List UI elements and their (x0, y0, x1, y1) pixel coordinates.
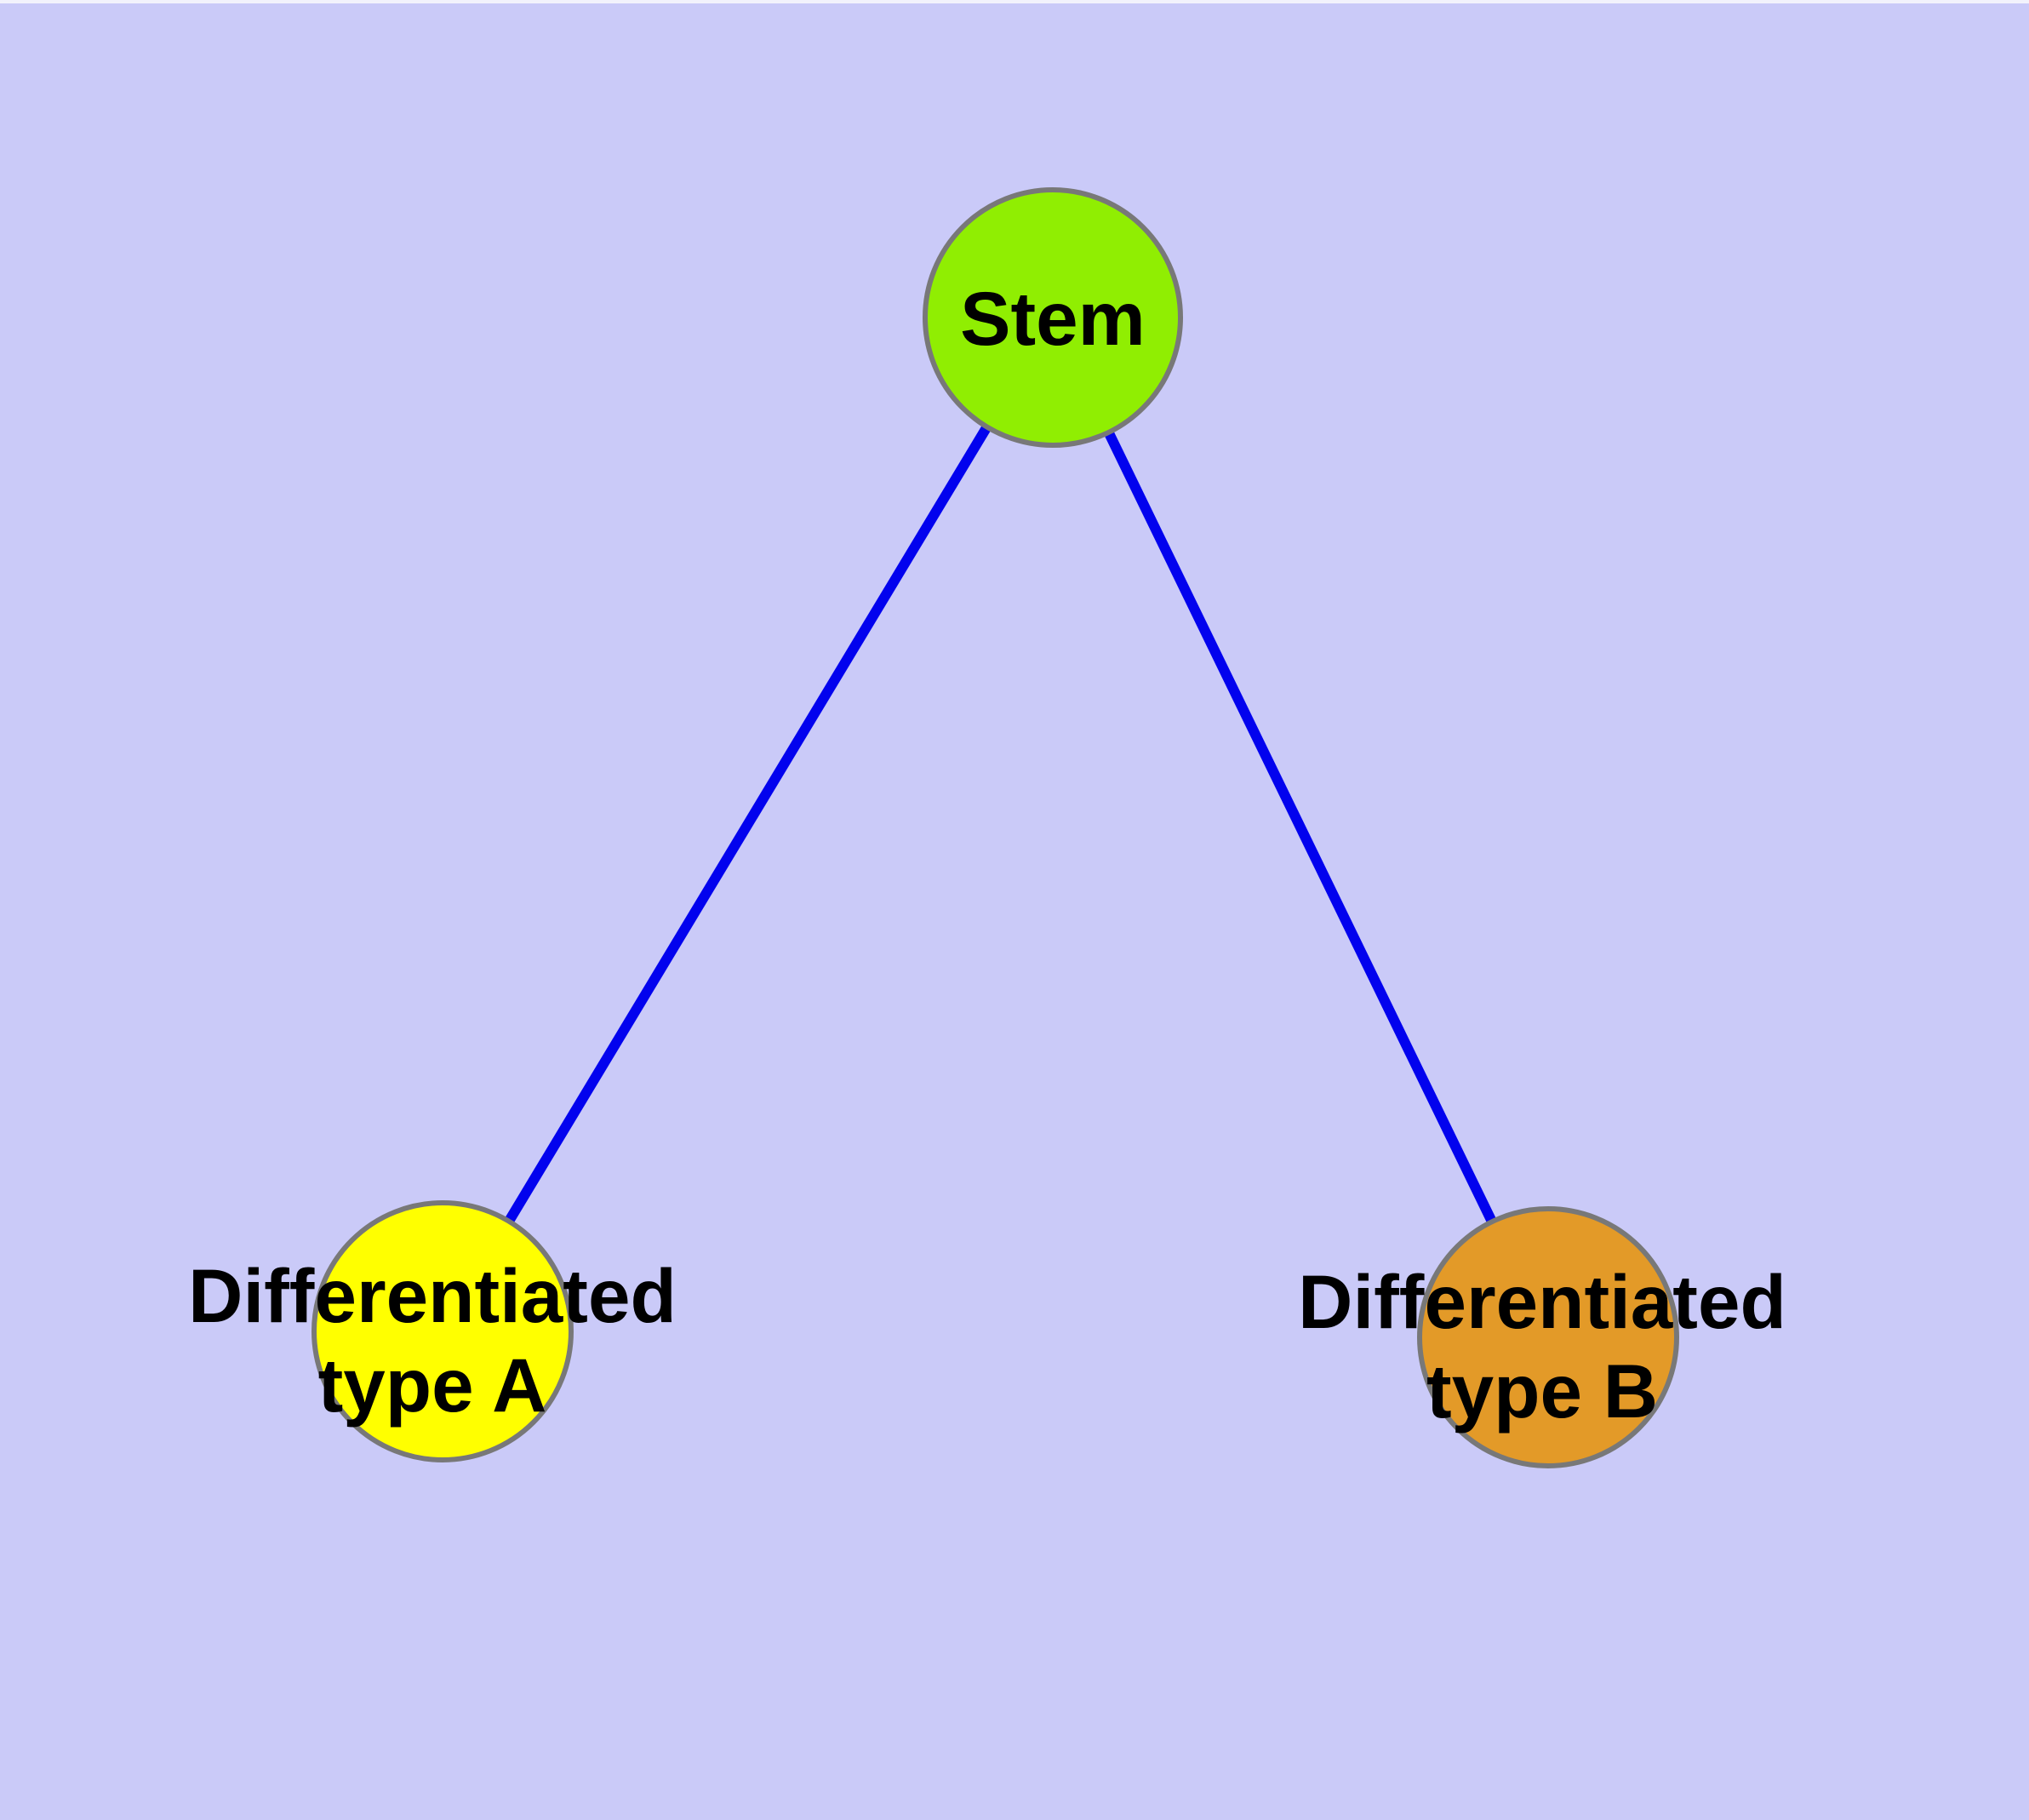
node-stem-circle (923, 187, 1183, 448)
node-stem-label: Stem (960, 276, 1146, 361)
node-type-a-label-line2: type A (318, 1342, 547, 1428)
top-margin-strip (0, 0, 2029, 3)
node-type-b-circle (1417, 1206, 1679, 1468)
edge-stem-to-type-a (437, 314, 1058, 1335)
node-type-b-label-line2: type B (1426, 1348, 1658, 1434)
node-type-a-label-line1: Differentiated (188, 1253, 677, 1338)
edge-stem-to-type-b (1048, 315, 1553, 1340)
node-type-a-circle (311, 1200, 574, 1462)
node-type-b-label-line1: Differentiated (1298, 1259, 1786, 1344)
